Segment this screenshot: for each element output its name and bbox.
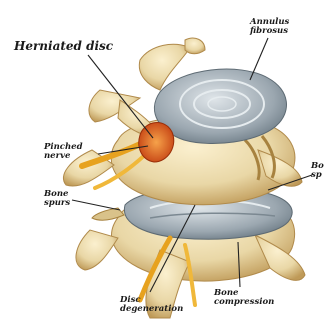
label-herniated-disc: Herniated disc bbox=[14, 40, 113, 52]
label-bone-compression: Bone compression bbox=[214, 289, 274, 306]
label-bone-spurs-right: Bo sp bbox=[311, 162, 324, 179]
label-annulus-fibrosus: Annulus fibrosus bbox=[250, 18, 289, 35]
upper-disc bbox=[154, 69, 286, 143]
label-pinched-nerve: Pinched nerve bbox=[44, 143, 83, 160]
label-bone-spurs: Bone spurs bbox=[44, 190, 70, 207]
label-disc-degeneration: Disc degeneration bbox=[120, 296, 183, 313]
